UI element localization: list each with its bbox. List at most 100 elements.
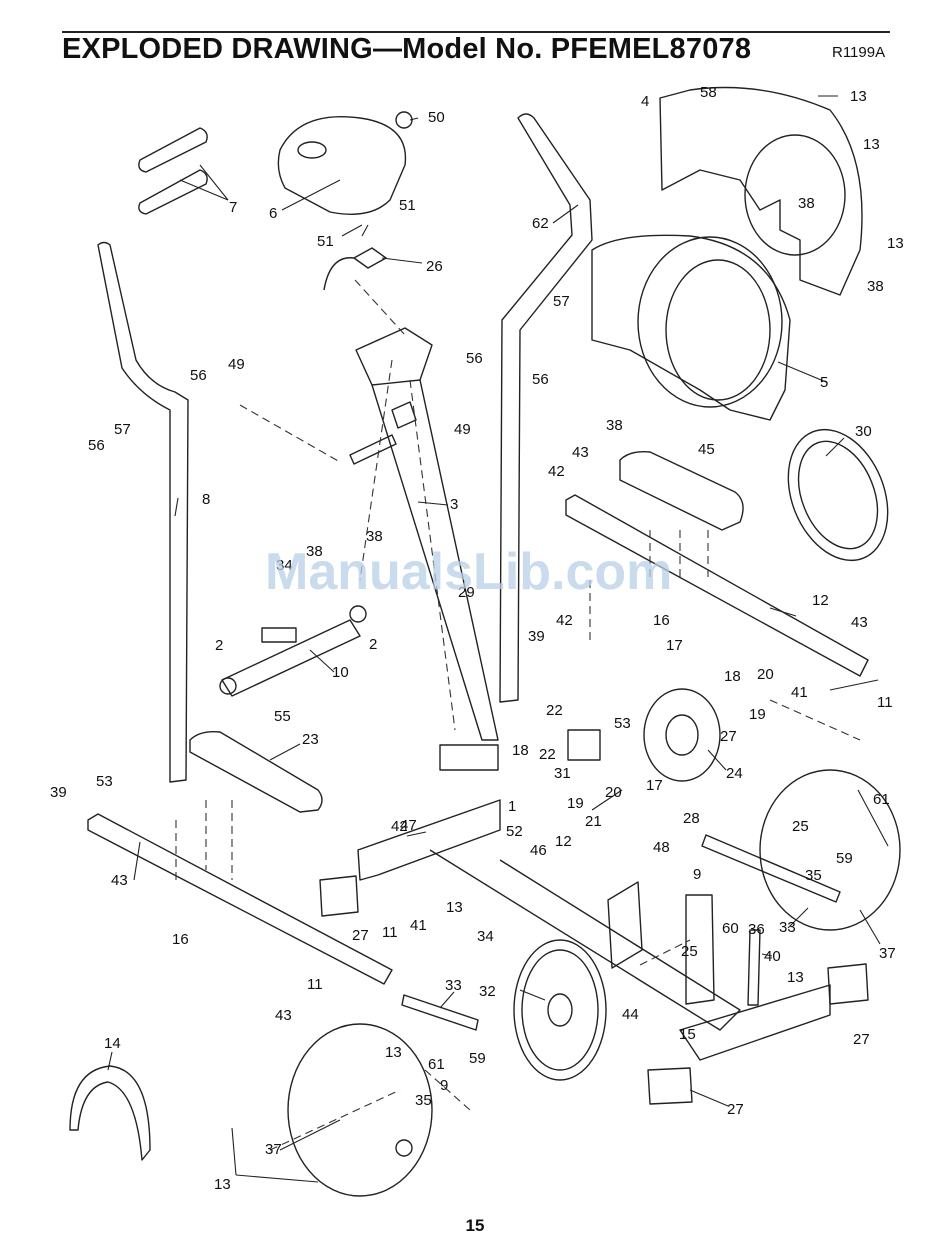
- part-number-label: 25: [681, 943, 698, 960]
- part-number-label: 38: [306, 543, 323, 560]
- part-number-label: 22: [546, 702, 563, 719]
- part-number-label: 12: [812, 592, 829, 609]
- part-number-label: 42: [556, 612, 573, 629]
- part-number-label: 23: [302, 731, 319, 748]
- part-number-label: 9: [693, 866, 701, 883]
- part-number-label: 13: [863, 136, 880, 153]
- part-number-label: 15: [679, 1026, 696, 1043]
- part-number-label: 13: [787, 969, 804, 986]
- part-number-label: 32: [479, 983, 496, 1000]
- part-number-label: 41: [791, 684, 808, 701]
- part-number-label: 41: [410, 917, 427, 934]
- part-number-label: 42: [391, 818, 408, 835]
- part-number-label: 34: [276, 557, 293, 574]
- part-number-label: 52: [506, 823, 523, 840]
- part-number-label: 16: [653, 612, 670, 629]
- part-number-label: 56: [190, 367, 207, 384]
- part-number-label: 7: [229, 199, 237, 216]
- part-number-label: 4: [641, 93, 649, 110]
- part-number-label: 37: [265, 1141, 282, 1158]
- page-number: 15: [465, 1216, 485, 1235]
- part-number-label: 56: [532, 371, 549, 388]
- dashed-leaders: [175, 279, 861, 1151]
- part-number-label: 36: [748, 921, 765, 938]
- part-number-label: 35: [415, 1092, 432, 1109]
- part-number-label: 27: [727, 1101, 744, 1118]
- part-number-label: 13: [385, 1044, 402, 1061]
- part-number-label: 43: [851, 614, 868, 631]
- part-number-label: 11: [877, 694, 893, 711]
- part-number-label: 60: [722, 920, 739, 937]
- part-number-label: 33: [779, 919, 796, 936]
- part-number-label: 53: [96, 773, 113, 790]
- part-number-label: 43: [275, 1007, 292, 1024]
- part-number-label: 11: [307, 976, 323, 993]
- part-number-label: 28: [683, 810, 700, 827]
- part-number-label: 59: [469, 1050, 486, 1067]
- part-number-label: 44: [622, 1006, 639, 1023]
- part-number-label: 12: [555, 833, 572, 850]
- part-number-label: 19: [749, 706, 766, 723]
- part-number-label: 51: [399, 197, 416, 214]
- part-number-label: 46: [530, 842, 547, 859]
- part-number-label: 19: [567, 795, 584, 812]
- part-number-label: 9: [440, 1077, 448, 1094]
- part-outlines: [69, 86, 901, 1197]
- watermark-text: ManualsLib.com: [265, 543, 673, 601]
- part-number-label: 21: [585, 813, 602, 830]
- part-number-label: 61: [873, 791, 890, 808]
- part-number-label: 18: [512, 742, 529, 759]
- part-number-label: 40: [764, 948, 781, 965]
- part-number-label: 8: [202, 491, 210, 508]
- part-number-label: 56: [88, 437, 105, 454]
- part-number-label: 27: [720, 728, 737, 745]
- part-number-label: 38: [606, 417, 623, 434]
- part-number-label: 42: [548, 463, 565, 480]
- part-number-label: 20: [605, 784, 622, 801]
- part-number-label: 25: [792, 818, 809, 835]
- part-number-label: 10: [332, 664, 349, 681]
- part-number-label: 13: [887, 235, 904, 252]
- part-number-label: 13: [850, 88, 867, 105]
- part-number-label: 20: [757, 666, 774, 683]
- part-number-label: 26: [426, 258, 443, 275]
- part-number-label: 22: [539, 746, 556, 763]
- part-number-label: 43: [572, 444, 589, 461]
- part-number-label: 49: [228, 356, 245, 373]
- part-number-label: 27: [352, 927, 369, 944]
- part-number-label: 62: [532, 215, 549, 232]
- part-number-label: 2: [215, 637, 223, 654]
- part-number-label: 51: [317, 233, 334, 250]
- header-rule: [62, 31, 890, 33]
- part-number-label: 57: [553, 293, 570, 310]
- part-number-label: 38: [867, 278, 884, 295]
- part-number-label: 13: [214, 1176, 231, 1193]
- part-number-label: 39: [528, 628, 545, 645]
- part-number-label: 24: [726, 765, 743, 782]
- part-number-label: 30: [855, 423, 872, 440]
- part-number-label: 56: [466, 350, 483, 367]
- part-number-label: 35: [805, 867, 822, 884]
- part-number-label: 14: [104, 1035, 121, 1052]
- part-number-label: 48: [653, 839, 670, 856]
- part-number-label: 38: [798, 195, 815, 212]
- part-number-label: 11: [382, 924, 398, 941]
- part-number-label: 2: [369, 636, 377, 653]
- part-number-label: 61: [428, 1056, 445, 1073]
- part-number-label: 45: [698, 441, 715, 458]
- part-number-label: 13: [446, 899, 463, 916]
- part-number-label: 47: [400, 817, 417, 834]
- part-number-label: 33: [445, 977, 462, 994]
- part-number-label: 17: [666, 637, 683, 654]
- part-number-label: 53: [614, 715, 631, 732]
- part-number-label: 39: [50, 784, 67, 801]
- part-number-label: 29: [458, 584, 475, 601]
- drawing-code: R1199A: [832, 44, 886, 61]
- part-number-label: 37: [879, 945, 896, 962]
- part-number-label: 17: [646, 777, 663, 794]
- part-number-label: 43: [111, 872, 128, 889]
- part-number-label: 59: [836, 850, 853, 867]
- part-number-label: 16: [172, 931, 189, 948]
